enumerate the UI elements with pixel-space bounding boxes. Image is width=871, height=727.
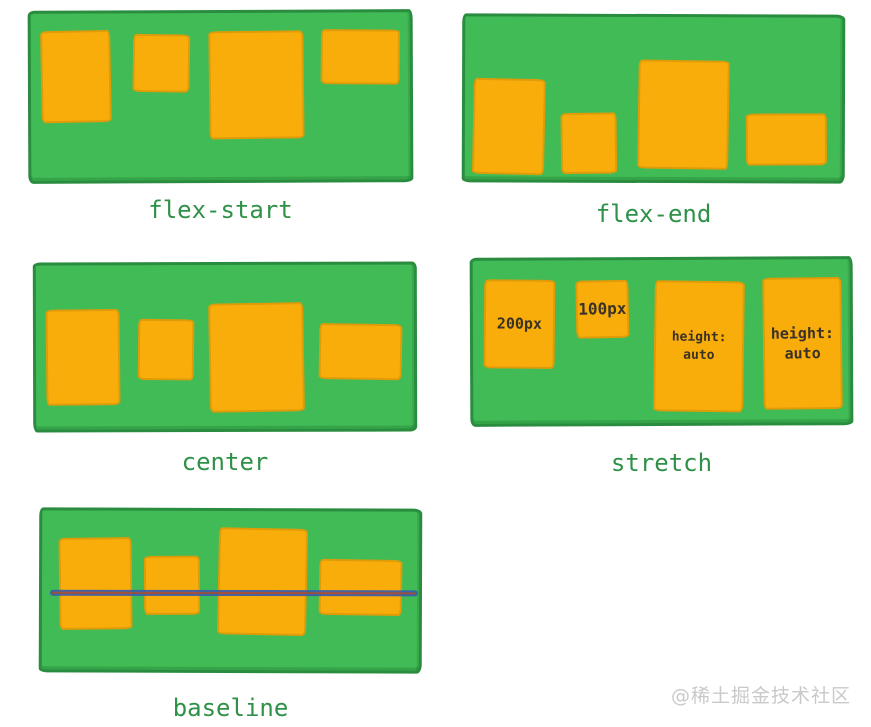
panel-center: [32, 261, 418, 433]
flex-item: [132, 33, 191, 93]
flex-item: [471, 77, 546, 176]
flex-item: [45, 309, 121, 406]
item-size-label: height: auto: [770, 323, 835, 363]
item-size-label: 100px: [578, 299, 627, 319]
panel-label-center: center: [181, 448, 269, 476]
baseline-line: [49, 589, 418, 597]
flex-item: [637, 59, 730, 170]
flex-item-100px: 100px: [575, 279, 630, 339]
panel-baseline: [38, 507, 423, 674]
flex-item: [137, 318, 195, 381]
flex-item: [208, 30, 305, 140]
flex-item: [208, 302, 305, 413]
item-size-label: height: auto: [671, 329, 727, 363]
panel-flex-end: [461, 13, 846, 184]
flex-item: [40, 29, 112, 124]
flex-item: [58, 537, 133, 630]
flex-item-200px: 200px: [483, 279, 556, 369]
item-size-label: 200px: [496, 314, 543, 334]
flex-item: [318, 558, 403, 617]
baseline-line-red-stripe: [51, 591, 416, 595]
panel-label-flex-start: flex-start: [148, 196, 293, 224]
flex-item: [745, 113, 827, 166]
panel-flex-start: [27, 9, 414, 184]
panel-stretch: 200px 100px height: auto height: auto: [469, 256, 854, 427]
panel-label-stretch: stretch: [610, 449, 713, 477]
flex-item-height-auto: height: auto: [762, 276, 843, 410]
flex-item: [320, 29, 401, 85]
panel-label-flex-end: flex-end: [595, 200, 712, 228]
panel-label-baseline: baseline: [172, 694, 289, 722]
watermark: @稀土掘金技术社区: [670, 685, 851, 707]
flex-item-height-auto: height: auto: [653, 280, 745, 413]
flex-item: [143, 555, 201, 615]
flex-item: [318, 323, 403, 381]
flex-item: [560, 112, 618, 175]
flex-item: [216, 527, 309, 637]
